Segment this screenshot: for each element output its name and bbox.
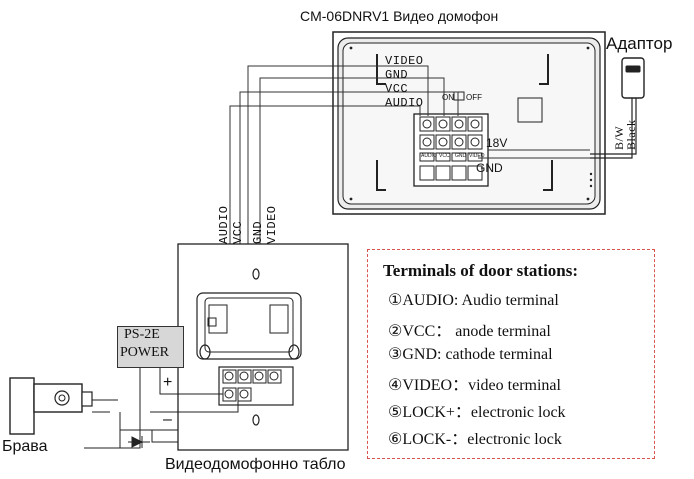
camera-caption: Брава: [2, 438, 48, 455]
monitor-unit: [332, 31, 606, 215]
power-plus-sign: +: [163, 374, 173, 391]
panel-label-audio: AUDIO: [217, 205, 231, 244]
legend-item: ⑤LOCK+：electronic lock: [388, 404, 566, 421]
terminal-label-audio: AUDIO: [421, 153, 437, 159]
monitor-label-audio: AUDIO: [385, 96, 424, 110]
legend-item: ⑥LOCK-：electronic lock: [388, 431, 562, 448]
lock-wiring: [84, 368, 239, 449]
power-gnd-label: GND: [476, 161, 503, 175]
legend-item: ③GND: cathode terminal: [388, 346, 553, 363]
power-minus-sign: –: [163, 411, 172, 428]
power-supply-label: POWER: [120, 345, 169, 360]
legend-item: ④VIDEO：video terminal: [388, 377, 561, 394]
power-18v-label: 18V: [486, 136, 508, 150]
legend-item: ①AUDIO: Audio terminal: [388, 292, 559, 309]
adapter-title: Адаптор: [606, 34, 673, 53]
monitor-title: CM-06DNRV1 Видео домофон: [300, 8, 499, 24]
adapter-label-black: Black: [624, 119, 638, 151]
panel-label-video: VIDEO: [265, 205, 279, 244]
dip-off-label: OFF: [466, 93, 482, 102]
door-panel-caption: Видеодомофонно табло: [165, 456, 346, 473]
terminal-label-vcc: VCC: [439, 153, 450, 159]
terminal-label-gnd: GND: [455, 153, 467, 159]
signal-wires: [229, 65, 590, 372]
panel-label-vcc: VCC: [231, 220, 245, 244]
monitor-label-video: VIDEO: [385, 54, 424, 68]
legend-box: [367, 249, 655, 459]
panel-label-gnd: GND: [251, 220, 265, 244]
dip-on-label: ON: [442, 93, 454, 102]
legend-item: ②VCC： anode terminal: [388, 323, 551, 340]
legend-title: Terminals of door stations:: [383, 261, 579, 280]
camera-lock: [9, 377, 118, 435]
terminal-label-video: VIDEO: [469, 153, 485, 159]
adapter-unit: [590, 57, 645, 159]
power-supply-box: [117, 326, 184, 368]
door-panel: [177, 243, 349, 451]
monitor-label-vcc: VCC: [385, 82, 409, 96]
power-supply-model: PS-2E: [124, 327, 160, 342]
monitor-label-gnd: GND: [385, 68, 409, 82]
